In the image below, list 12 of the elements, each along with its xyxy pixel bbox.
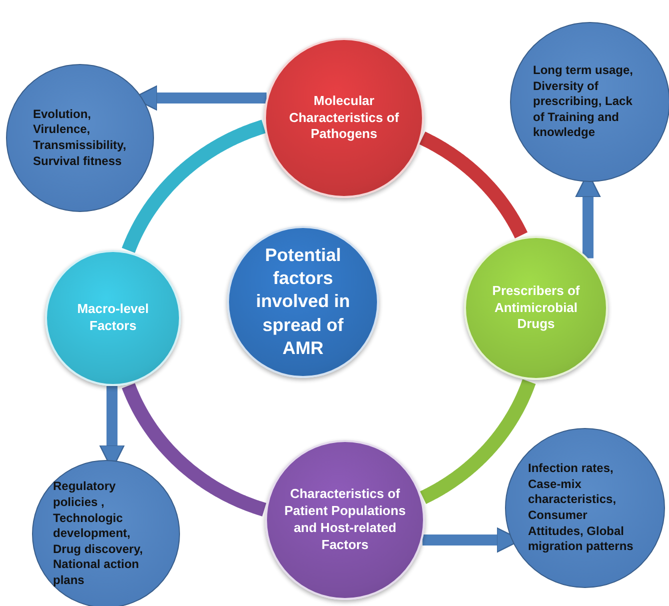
ring-connector [418, 377, 536, 504]
node-text: Long term usage, Diversity of prescribing, Lack of Training and knowledge [533, 63, 634, 141]
node-text: Macro-level Factors [76, 301, 150, 335]
ring-connector [122, 381, 268, 516]
ring-connector [418, 132, 528, 240]
node-text: Evolution, Virulence, Transmissibility, Survival fitness [33, 106, 127, 170]
node-text: Infection rates, Case-mix characteristics, Consumer Attitudes, Global migration patterns [528, 461, 634, 555]
node-text: Prescribers of Antimicrobial Drugs [491, 282, 581, 334]
node-text: Regulatory policies , Technologic development, Drug discovery, National action plans [53, 479, 144, 589]
node-text: Characteristics of Patient Populations and Host-related Factors [283, 486, 407, 554]
node-text: Molecular Characteristics of Pathogens [288, 92, 400, 144]
node-text: Potential factors involved in spread of AMR [254, 244, 352, 360]
